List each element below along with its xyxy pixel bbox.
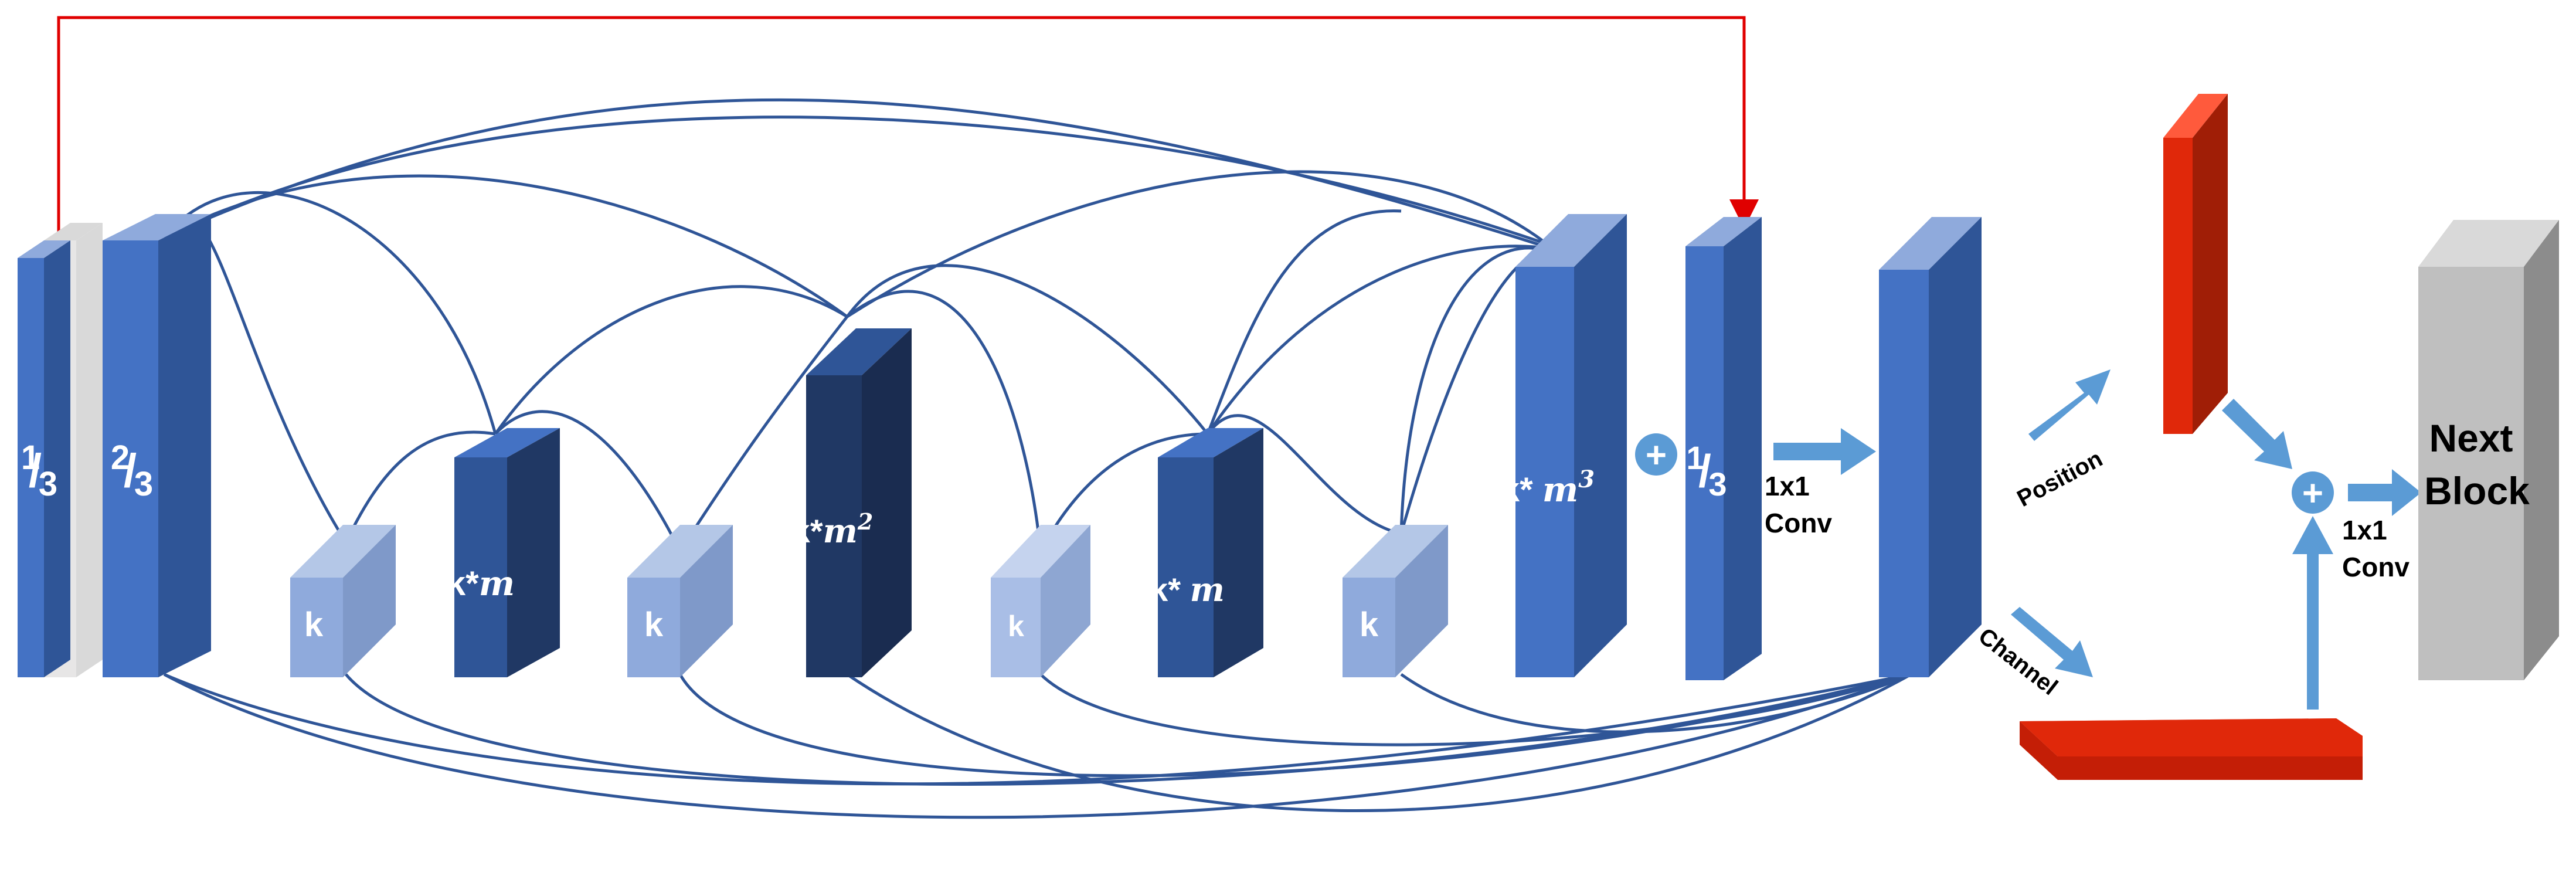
svg-text:k*m: k*m xyxy=(447,564,515,603)
split-block-two-thirds: 2 / 3 xyxy=(103,214,211,677)
position-attention-block xyxy=(2163,94,2228,434)
position-arrow xyxy=(2028,369,2111,441)
skip-connection-arrow xyxy=(57,16,1759,240)
add-operation-1: + xyxy=(1635,433,1677,476)
conv-label-1: 1x1 xyxy=(1765,471,1810,501)
svg-text:3: 3 xyxy=(1708,466,1727,503)
svg-text:/: / xyxy=(29,444,42,497)
next-block: Next Block xyxy=(2418,220,2559,680)
svg-text:k: k xyxy=(1360,606,1379,644)
svg-text:3: 3 xyxy=(134,465,153,503)
next-block-label-line2: Block xyxy=(2424,469,2530,513)
position-to-add-arrow xyxy=(2222,399,2292,469)
k-block-1: k xyxy=(290,525,396,677)
svg-text:/: / xyxy=(1698,445,1711,497)
k-block-4: k xyxy=(1343,525,1448,677)
svg-text:3: 3 xyxy=(39,465,57,503)
svg-text:1: 1 xyxy=(1686,439,1704,476)
split-block-one-third: 1 / 3 xyxy=(18,223,103,677)
svg-text:/: / xyxy=(124,444,137,497)
svg-text:2: 2 xyxy=(111,439,130,477)
svg-text:+: + xyxy=(2302,473,2323,514)
svg-text:k: k xyxy=(644,606,664,644)
km-block-1: k*m xyxy=(447,428,560,677)
k-block-2: k xyxy=(627,525,733,677)
svg-text:k: k xyxy=(1008,610,1024,643)
svg-text:k: k xyxy=(304,606,324,644)
channel-attention-block xyxy=(2020,718,2363,780)
k-block-3: k xyxy=(991,525,1090,677)
svg-text:k* m3: k* m3 xyxy=(1501,466,1595,510)
channel-arrow xyxy=(2011,607,2093,677)
km3-block: k* m3 xyxy=(1501,214,1627,677)
km-block-2: k* m xyxy=(1150,428,1263,677)
conv-output-block xyxy=(1879,217,1982,677)
add-operation-2: + xyxy=(2292,471,2334,514)
svg-text:+: + xyxy=(1646,435,1667,476)
arrow-to-conv xyxy=(1773,428,1876,475)
arrow-to-next-block xyxy=(2348,469,2421,516)
svg-text:1: 1 xyxy=(21,439,40,477)
channel-to-add-arrow xyxy=(2292,516,2333,710)
svg-text:k* m: k* m xyxy=(1150,571,1225,609)
svg-text:k*m2: k*m2 xyxy=(792,508,874,551)
position-label: Position xyxy=(2013,446,2107,512)
km2-block: k*m2 xyxy=(792,328,912,677)
skip-block-one-third: 1 / 3 xyxy=(1685,217,1762,680)
conv-label-1-line2: Conv xyxy=(1765,508,1832,538)
dense-connections xyxy=(162,98,1912,819)
conv-label-2-line2: Conv xyxy=(2342,552,2410,582)
next-block-label-line1: Next xyxy=(2429,416,2513,460)
conv-label-2: 1x1 xyxy=(2342,515,2387,545)
